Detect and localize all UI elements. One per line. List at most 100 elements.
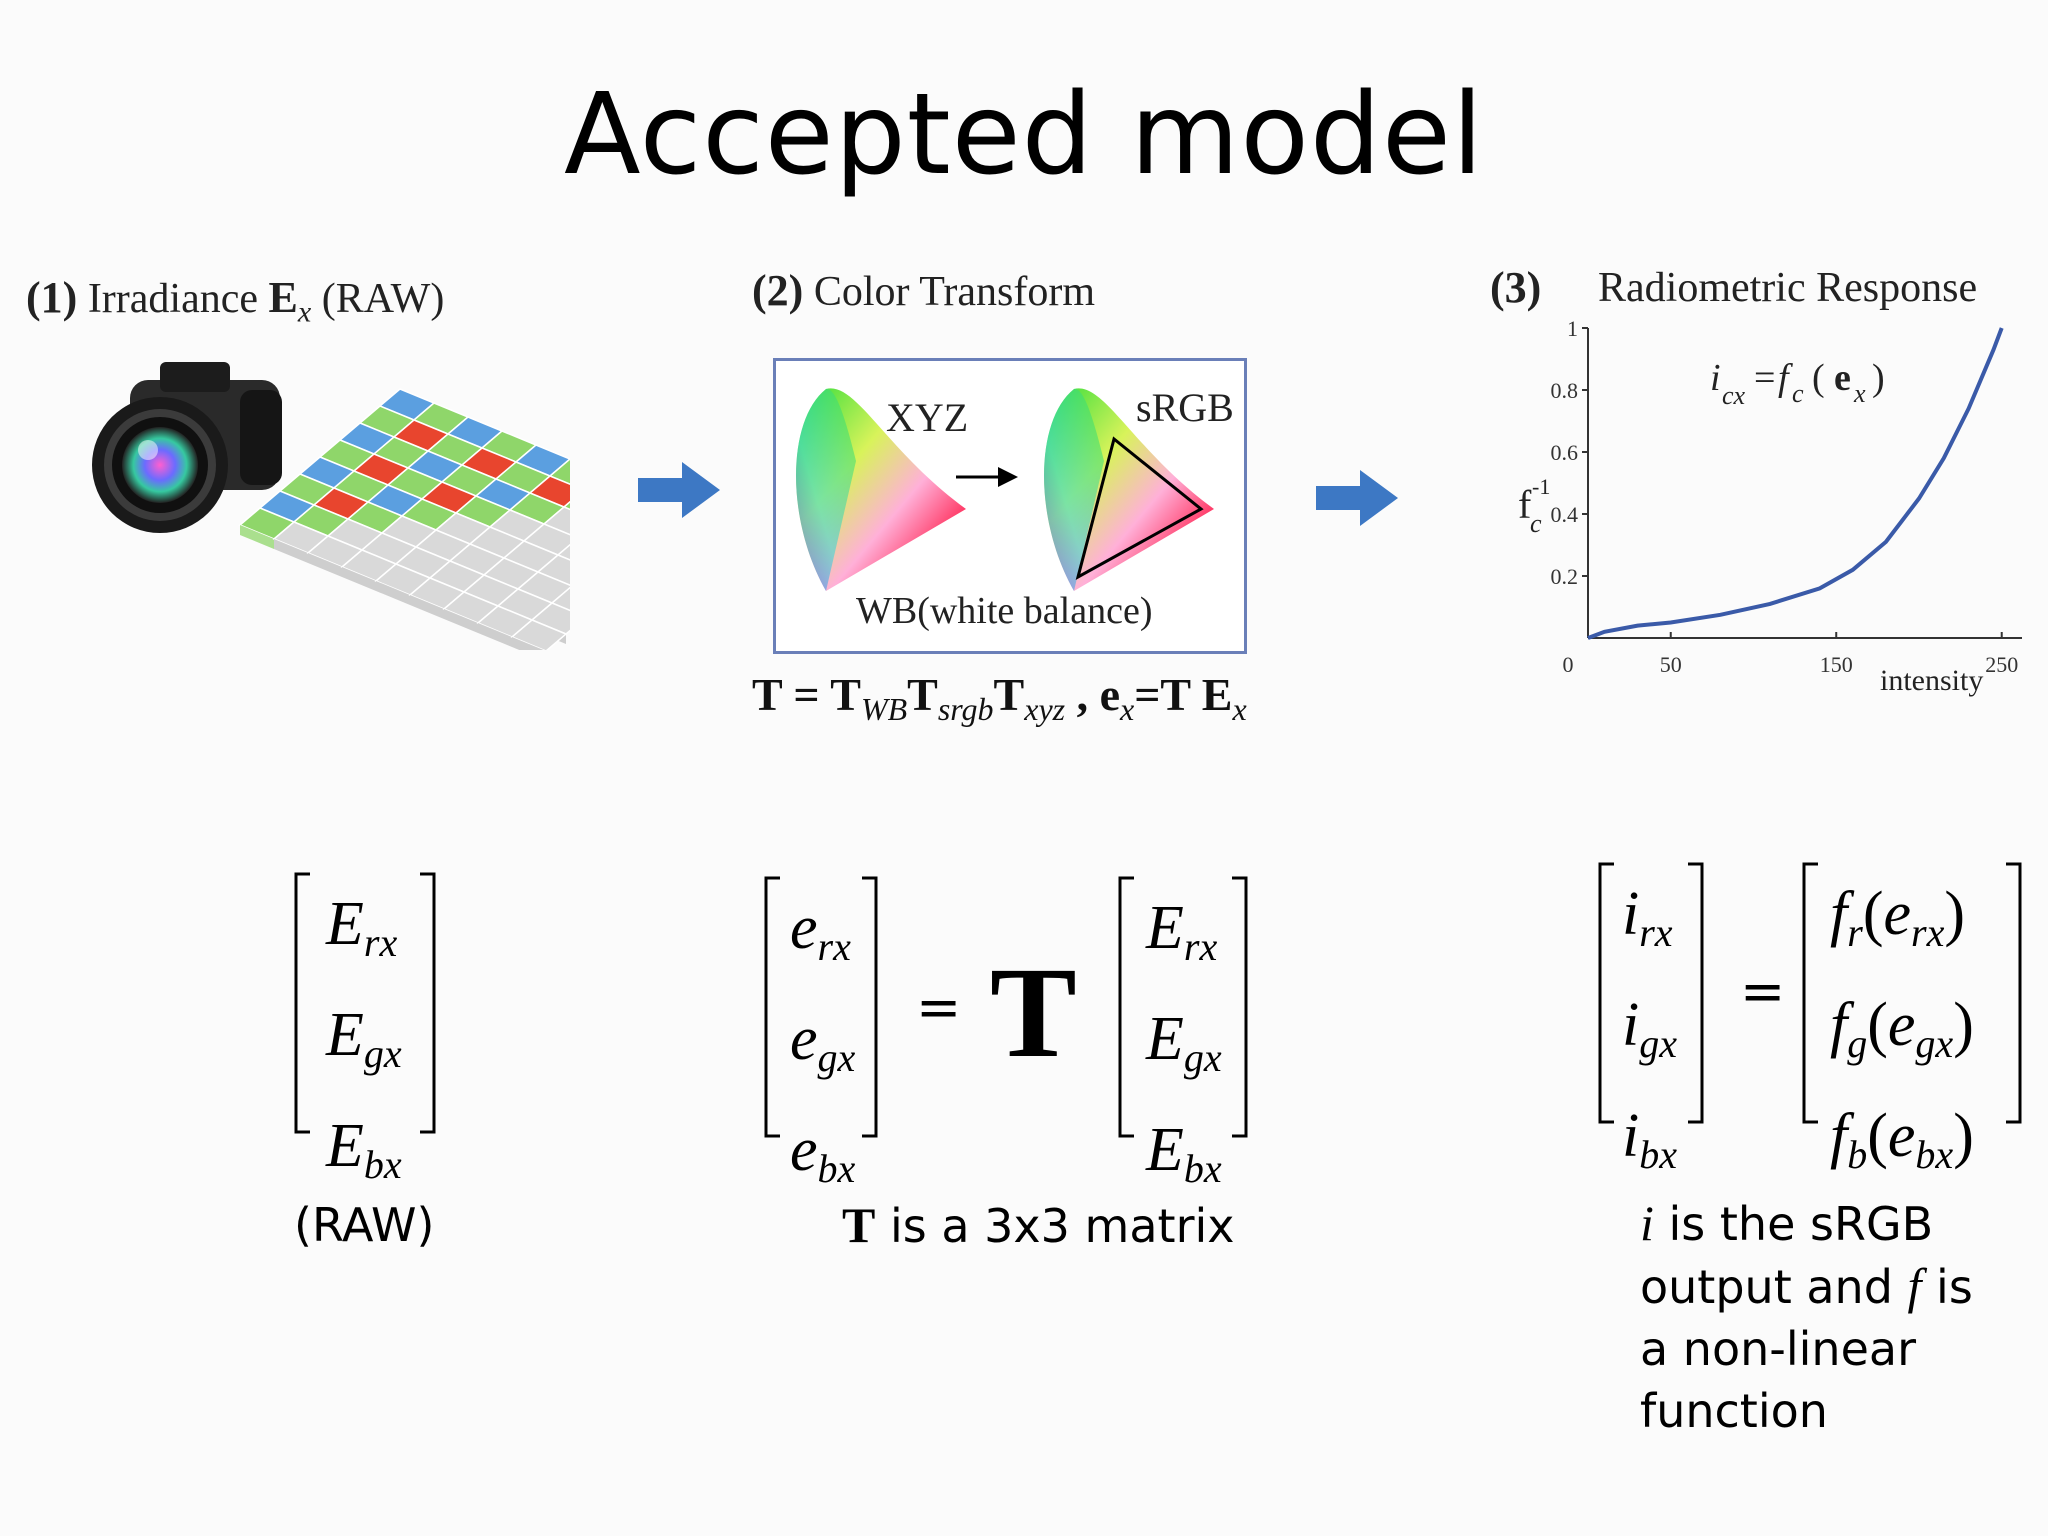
panel2-label: Color Transform [813,269,1096,315]
matrix-bracket-eq2-lhs [764,876,878,1138]
eq3-equals: = [1740,960,1786,1023]
eq3-caption-l2a: output and [1640,1260,1908,1314]
panel1-number: (1) [26,273,78,322]
eq3-rhs-row: fg(egx) [1830,979,1974,1090]
eq2-sub: bx [817,1146,856,1191]
eq2-sub: rx [1183,924,1218,969]
eq3-sub: rx [1639,910,1673,955]
response-curve [1587,327,2004,640]
xyz-gamut-shape [796,388,966,591]
y-tick-label: 0.8 [1551,378,1579,403]
eq2-var: E [1146,1116,1184,1184]
sensor-cell-side [410,595,444,619]
ceq-close: ) [1872,357,1885,399]
eq1-sub: bx [363,1142,402,1187]
formula-T2: T [907,669,938,720]
panel2-number: (2) [752,266,804,315]
panel3-label: Radiometric Response [1598,265,1978,311]
matrix-bracket-eq3-rhs [1802,862,2022,1124]
eq2-rhs-row: Erx [1146,882,1222,993]
eq1-caption: (RAW) [294,1198,435,1252]
formula-T1: T [830,669,861,720]
eq3-var: i [1622,991,1640,1059]
x-tick-label: 150 [1820,652,1853,677]
eq3-lhs-row: igx [1622,979,1677,1090]
eq2-rhs-row: Ebx [1146,1104,1222,1215]
eq2-var: E [1146,894,1184,962]
eq3-close: ) [1953,991,1974,1059]
y-tick-label: 0.2 [1551,564,1579,589]
ceq-open: ( [1812,357,1825,399]
ceq-f: f [1778,357,1793,399]
eq3-var: i [1622,880,1640,948]
eq2-sub: gx [817,1035,856,1080]
eq1-row: Egx [326,989,402,1100]
eq2-caption-rest: is a 3x3 matrix [875,1199,1235,1253]
eq3-fsub: g [1847,1021,1868,1066]
ceq-f-sub: c [1792,379,1804,408]
ceq-i: i [1710,357,1721,399]
eq1-row: Ebx [326,1100,402,1211]
eq3-caption-l1: is the sRGB [1653,1197,1934,1251]
eq1-vector: Erx Egx Ebx [326,878,402,1211]
arrow-right-icon-2 [1316,470,1398,526]
slide-title: Accepted model [563,70,1485,200]
eq3-esub: rx [1911,910,1945,955]
eq2-rhs-vector: Erx Egx Ebx [1146,882,1222,1215]
formula-sub-wb: WB [860,691,908,728]
eq2-lhs-row: erx [790,882,855,993]
eq1-sub: rx [363,920,398,965]
eq3-open: ( [1867,1102,1888,1170]
y-axis-label: f [1518,482,1532,527]
color-transform-box: XYZ sRGB WB(white balance) [773,358,1247,654]
sensor-cell-side [308,553,342,577]
eq3-esub: gx [1915,1021,1954,1066]
eq3-f: f [1830,880,1848,948]
panel3-heading: (3) [1490,262,1541,313]
ceq-e-sub: x [1853,379,1866,408]
eq3-caption: i is the sRGB output and f is a non-line… [1640,1192,1973,1442]
y-tick-label: 0.6 [1551,440,1579,465]
eq2-caption-T: T [842,1197,876,1253]
panel1-label: Irradiance [87,276,259,322]
camera-sensor-illustration [92,362,570,650]
eq3-f: f [1830,991,1848,1059]
eq2-lhs-row: egx [790,993,855,1104]
transform-formula: T = TWBTsrgbTxyz , ex=T Ex [752,668,1247,728]
eq3-lhs-row: ibx [1622,1090,1677,1201]
formula-e-sub: x [1120,691,1135,728]
eq2-caption: T is a 3x3 matrix [842,1196,1235,1254]
matrix-bracket-eq3-lhs [1598,862,1704,1124]
ceq-i-sub: cx [1722,381,1746,410]
curve-equation: i cx = f c ( e x ) [1710,357,1885,410]
eq2-rhs-row: Egx [1146,993,1222,1104]
formula-eq: = [781,669,831,720]
eq1-var: E [326,890,364,958]
x-tick-label: 250 [1985,652,2018,677]
x-tick-label: 0 [1563,652,1574,677]
y-tick-label: 1 [1567,318,1578,341]
eq3-caption-l2b: is [1921,1260,1973,1314]
formula-eq2: =T E [1134,669,1233,720]
ceq-eq: = [1754,357,1775,399]
eq2-sub: rx [817,924,851,969]
eq3-caption-line4: function [1640,1384,1828,1438]
eq3-rhs-row: fr(erx) [1830,868,1974,979]
eq3-open: ( [1867,991,1888,1059]
bayer-sensor-grid [238,388,570,650]
formula-comma: , [1065,669,1100,720]
wb-label: WB(white balance) [856,590,1152,632]
gamut-diagram: XYZ sRGB WB(white balance) [796,385,1234,632]
sensor-cell-side [342,567,376,591]
eq3-caption-f: f [1907,1258,1922,1314]
camera-icon [92,362,282,533]
eq3-caption-i: i [1640,1195,1654,1251]
eq3-caption-line1: i is the sRGB [1640,1192,1973,1255]
sensor-cell-side [444,609,478,633]
eq2-equals: = [916,976,962,1039]
eq3-lhs-row: irx [1622,868,1677,979]
formula-T: T [752,669,782,720]
eq3-rhs-row: fb(ebx) [1830,1090,1974,1201]
eq3-open: ( [1862,880,1884,948]
eq3-close: ) [1953,1102,1974,1170]
